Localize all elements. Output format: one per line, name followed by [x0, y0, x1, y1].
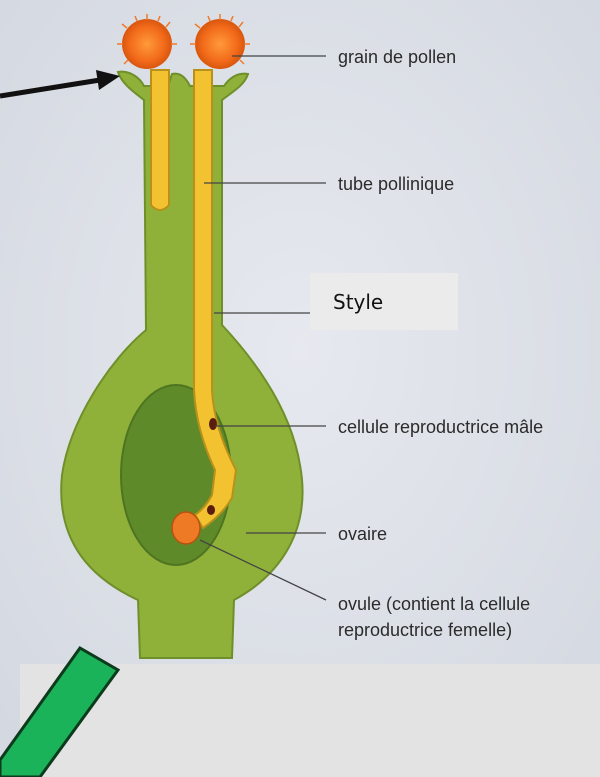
label-ovule-line1: ovule (contient la cellule [338, 594, 530, 614]
male-cell-2 [207, 505, 215, 515]
label-cellule-male: cellule reproductrice mâle [338, 417, 543, 437]
label-ovaire: ovaire [338, 524, 387, 544]
label-grain-de-pollen: grain de pollen [338, 47, 456, 67]
ovule [172, 512, 200, 544]
male-cell-1 [209, 418, 217, 430]
label-tube-pollinique: tube pollinique [338, 174, 454, 194]
pollen-tube-left [151, 70, 169, 210]
label-ovule-line2: reproductrice femelle) [338, 620, 512, 640]
label-style: Style [333, 290, 383, 314]
